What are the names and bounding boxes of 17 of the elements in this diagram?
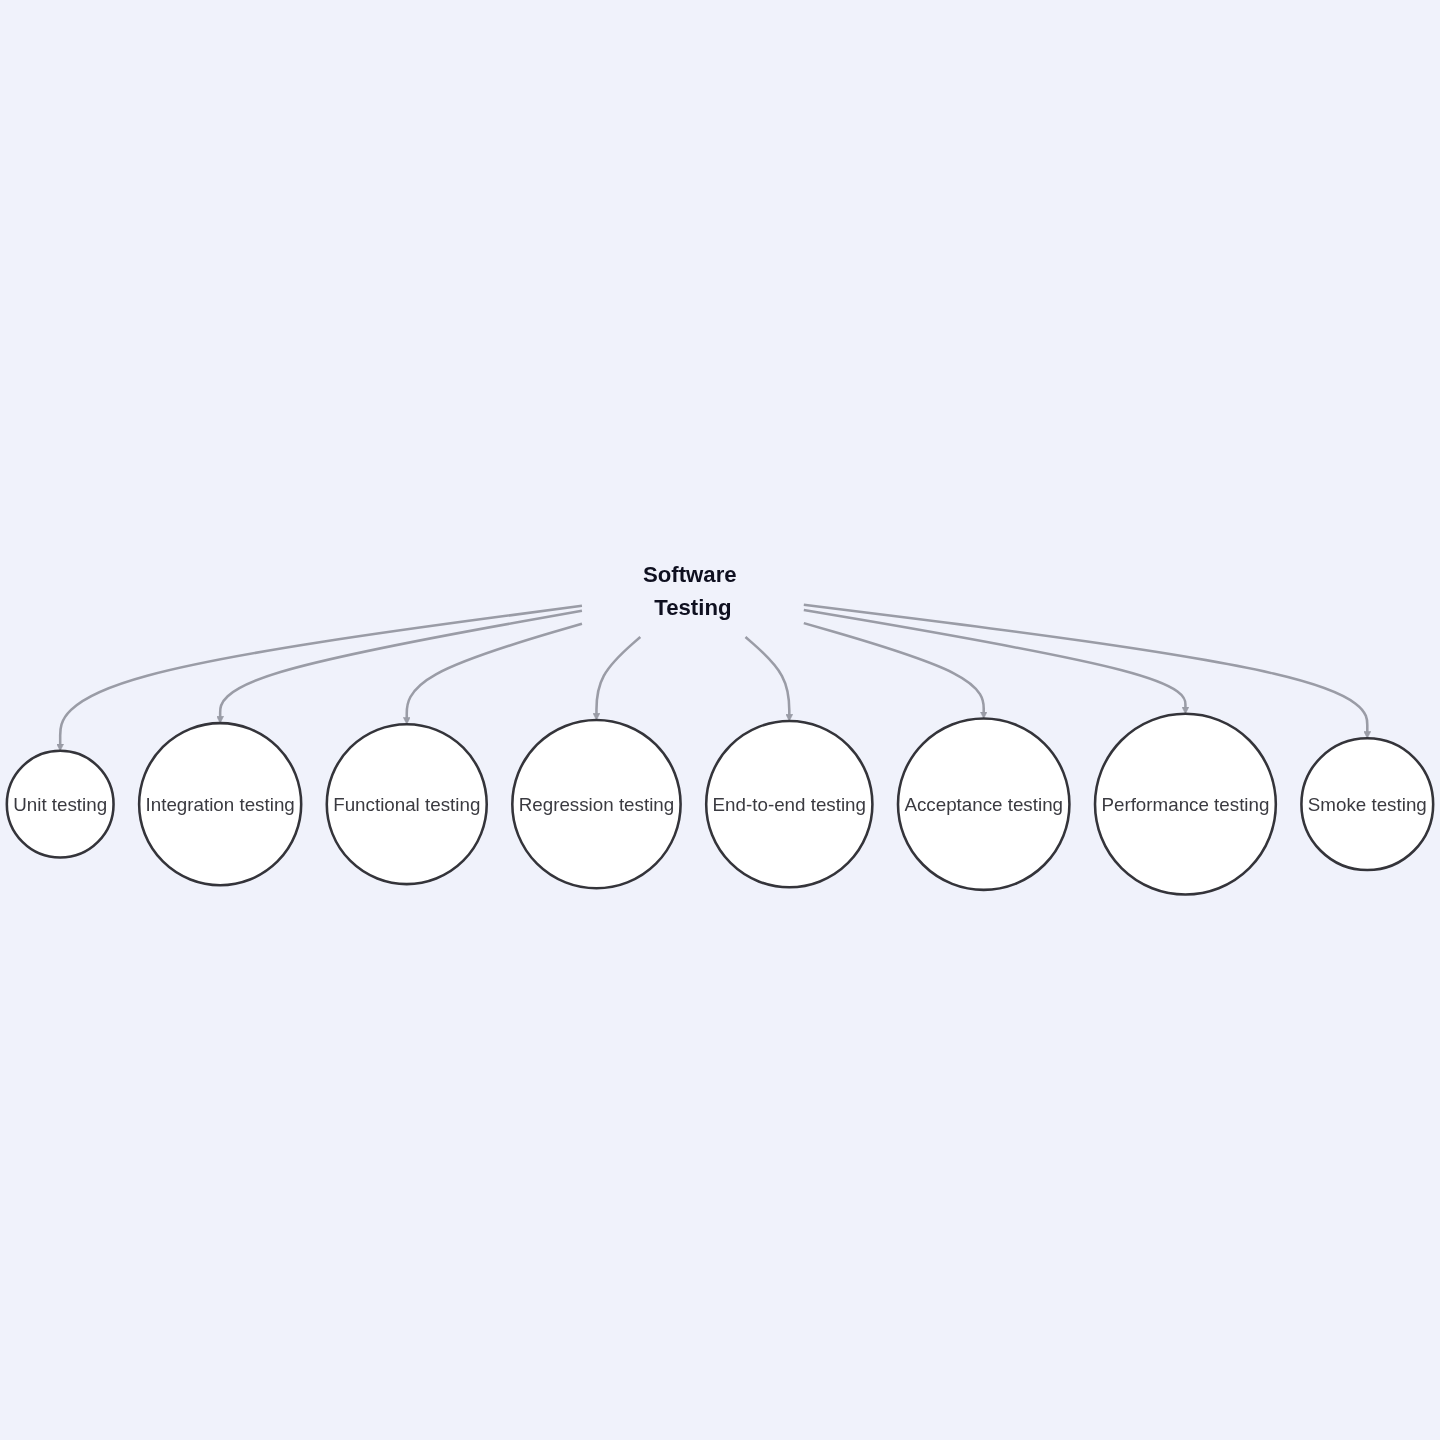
node-circle: Unit testing [5, 749, 115, 860]
arrow [803, 608, 1190, 715]
node-circle: End-to-end testing [704, 720, 874, 889]
arrow [803, 603, 1372, 739]
node-circle: Functional testing [325, 723, 488, 886]
arrow [803, 622, 988, 720]
arrow [592, 636, 642, 721]
arrow [216, 609, 583, 724]
node-circle: Performance testing [1093, 712, 1278, 897]
node-circle: Smoke testing [1300, 737, 1435, 872]
node-circle: Regression testing [511, 719, 682, 890]
arrow [56, 604, 583, 752]
arrow [744, 636, 794, 722]
node-circle: Acceptance testing [896, 717, 1071, 892]
node-circle: Integration testing [137, 722, 303, 887]
arrow [403, 622, 583, 725]
node-text: Software Testing [642, 561, 737, 621]
